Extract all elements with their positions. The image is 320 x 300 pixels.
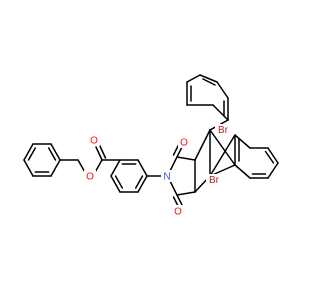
oxygen-ester-carbonyl-text: O bbox=[90, 136, 98, 147]
bromine-top-label: Br bbox=[215, 124, 231, 136]
oxygen-carbonyl-bottom-text: O bbox=[174, 207, 182, 218]
atom-labels: O O N O O Br Br bbox=[84, 124, 231, 218]
oxygen-carbonyl-top-text: O bbox=[180, 138, 188, 149]
molecule-structure-diagram: O O N O O Br Br bbox=[0, 0, 300, 300]
background bbox=[0, 0, 300, 300]
bromine-bottom-label: Br bbox=[206, 174, 222, 186]
oxygen-ester-carbonyl-label: O bbox=[88, 134, 100, 147]
oxygen-carbonyl-bottom-label: O bbox=[172, 205, 184, 218]
bromine-top-text: Br bbox=[218, 125, 229, 136]
nitrogen-imide-label: N bbox=[161, 170, 173, 183]
nitrogen-imide-text: N bbox=[163, 172, 170, 183]
bromine-bottom-text: Br bbox=[209, 175, 220, 186]
oxygen-carbonyl-top-label: O bbox=[178, 136, 190, 149]
oxygen-ester-label: O bbox=[84, 170, 96, 183]
oxygen-ester-text: O bbox=[86, 172, 94, 183]
